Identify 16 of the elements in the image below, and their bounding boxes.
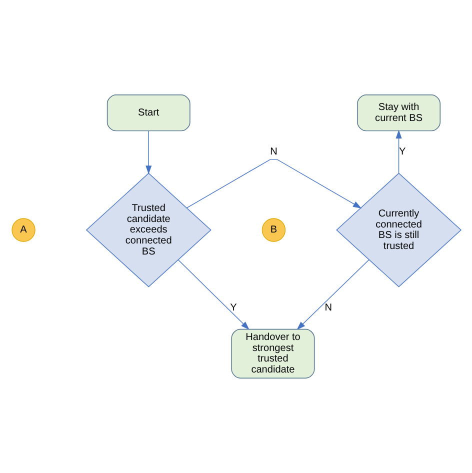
node-box: Handover to strongest trusted candidate [230,328,314,378]
arrow [186,159,362,208]
arrow [395,130,402,174]
edge-label: Y [230,302,236,314]
node-diamond: Trusted candidate exceeds connected BS [85,172,211,288]
arrow [145,130,152,174]
node-circle: A [11,218,35,242]
edge-label: N [270,146,277,158]
edge-label: N [324,302,332,314]
node-diamond: Currently connected BS is still trusted [336,172,462,288]
node-box: Stay with current BS [356,94,440,132]
arrow [296,259,369,330]
node-circle: B [261,218,286,242]
node-box: Start [106,94,190,132]
edge-label: Y [398,146,406,158]
arrow [178,260,249,330]
